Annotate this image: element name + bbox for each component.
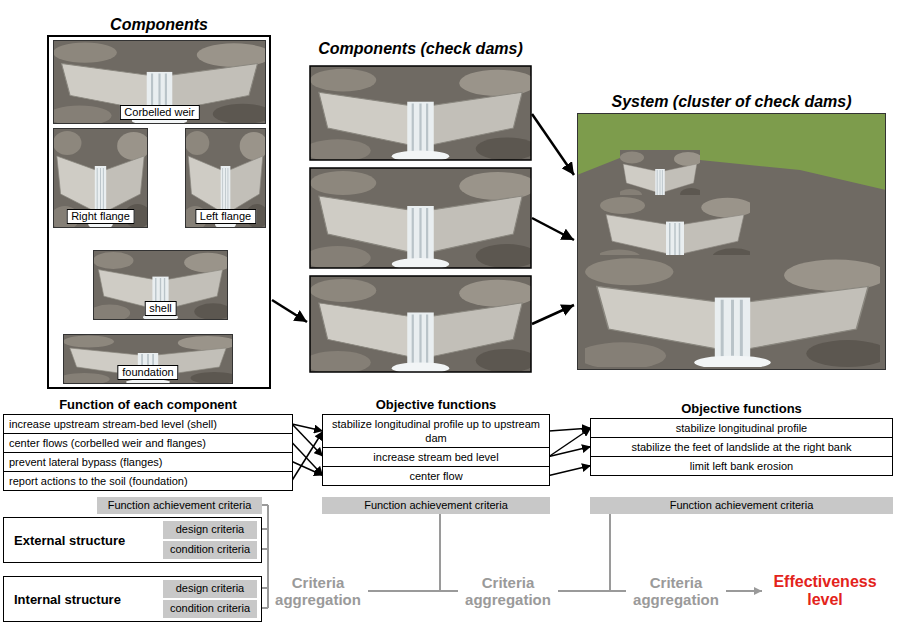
function-row: center flows (corbelled weir and flanges… [4,433,292,452]
objective-row: stabilize longitudinal profile up to ups… [323,415,549,447]
node-text: condition criteria [163,600,257,617]
arrow [272,300,307,322]
criteria-bar: Function achievement criteria [322,497,550,514]
objective-row: stabilize the feet of landslide at the r… [591,437,892,456]
node-text: Function of each component [0,397,332,412]
objective-row: increase stream bed level [323,447,549,466]
criteria-box: design criteria [163,521,257,539]
node-text: Function achievement criteria [322,497,550,514]
node-text: center flows (corbelled weir and flanges… [4,434,292,452]
photo-panel: Right flange [53,128,148,228]
bracket-line [368,514,458,591]
component-photos [48,40,273,385]
node-text: Objective functions [283,397,589,412]
bracket-line [558,514,626,591]
arrow [532,305,574,324]
node-text: prevent lateral bypass (flanges) [4,453,292,471]
node-text: condition criteria [163,541,257,558]
function-box: Function of each componentincrease upstr… [3,414,293,491]
arrow [532,218,574,240]
node-text: Internal structure [14,592,121,607]
aggregation-label: Criteria aggregation [630,574,722,608]
photo-arrows [272,114,574,324]
weir-photo [48,40,273,126]
flange-photo [51,128,151,230]
component-frame: ComponentsCorbelled weirRight flangeLeft… [47,35,271,389]
node-text: report actions to the soil (foundation) [4,472,292,490]
criteria-box: design criteria [163,580,257,598]
node-text: Objective functions [551,401,898,416]
function-arrow [292,431,323,481]
check-dam-photo [304,168,537,270]
objective-row: stabilize longitudinal profile [591,419,892,437]
photo-frame [310,168,531,268]
function-arrow [549,466,591,476]
node-text: stabilize longitudinal profile up to ups… [323,415,549,447]
node-text: increase upstream stream-bed level (shel… [4,415,292,433]
photo-frame [310,66,531,160]
function-arrow [292,443,323,476]
aggregation-label: Criteria aggregation [462,574,554,608]
function-arrow [549,428,591,457]
check-dam-photo [304,66,537,162]
function-arrow [292,424,323,457]
node-text: design criteria [163,521,257,538]
node-text: center flow [323,467,549,485]
check-dam-photo [618,150,702,201]
system-photo: System (cluster of check dams) [577,113,886,370]
criteria-box: condition criteria [163,600,257,618]
objective-box: Objective functionsstabilize longitudina… [590,418,893,476]
node-text: stabilize the feet of landslide at the r… [591,438,892,456]
result-label: Effectiveness level [766,573,884,609]
node-text: Right flange [66,209,135,224]
objective-row: center flow [323,466,549,485]
arrow [532,114,574,175]
foundation-photo [59,334,238,385]
flange-photo [183,128,268,230]
shell-photo [90,250,232,321]
section-heading: Components (check dams) [310,40,531,58]
objective-row: limit left bank erosion [591,456,892,475]
node-text: External structure [14,533,125,548]
node-text: design criteria [163,580,257,597]
photo-frame [310,276,531,372]
criteria-bar: Function achievement criteria [97,497,262,514]
photo-panel: foundation [63,334,233,384]
check-dam-photos [304,66,537,374]
node-text: System (cluster of check dams) [538,93,898,111]
function-row: report actions to the soil (foundation) [4,471,292,490]
arrow [726,590,762,592]
node-text: Corbelled weir [119,105,199,120]
check-dam-photo [304,276,537,374]
function-row: increase upstream stream-bed level (shel… [4,415,292,433]
node-text: increase stream bed level [323,448,549,466]
structure-box: External structure design criteria conditi… [3,517,262,563]
node-text: Function achievement criteria [590,497,893,514]
node-text: limit left bank erosion [591,457,892,475]
check-dam-photo [578,255,889,369]
photo-panel: Corbelled weir [53,40,266,124]
function-arrow [549,447,591,457]
node-text: Components [9,16,309,34]
photo-panel: shell [93,250,228,320]
aggregation-label: Criteria aggregation [272,574,364,608]
node-text: foundation [117,365,178,380]
objective-box: Objective functionsstabilize longitudina… [322,414,550,486]
function-row: prevent lateral bypass (flanges) [4,452,292,471]
structure-box: Internal structure design criteria conditi… [3,576,262,622]
aggregation-bracket [258,505,762,608]
system-photo [577,113,889,370]
photo-panel: Left flange [185,128,266,228]
node-text: Function achievement criteria [97,497,262,514]
criteria-box: condition criteria [163,541,257,559]
node-text: stabilize longitudinal profile [591,419,892,437]
node-text: Left flange [195,209,256,224]
criteria-bar: Function achievement criteria [590,497,893,514]
function-arrow [549,428,591,431]
node-text: shell [144,301,177,316]
